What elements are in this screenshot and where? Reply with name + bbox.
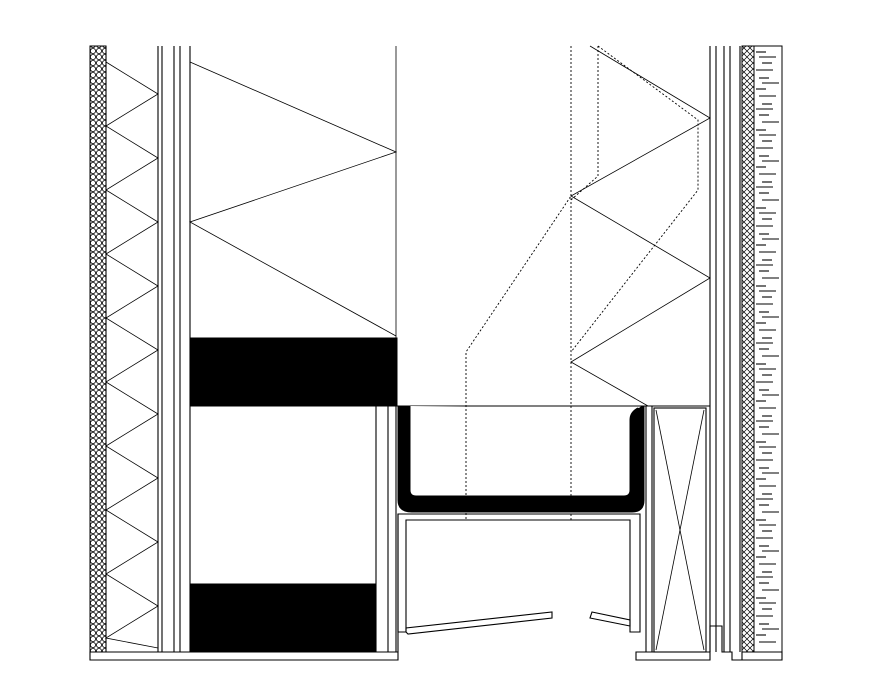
steel-channel-track [397, 405, 645, 513]
right-batt-insulation [570, 45, 711, 407]
black-blocking-upper [189, 337, 398, 407]
upper-batt-insulation [189, 46, 398, 338]
left-batt-insulation [104, 46, 159, 652]
lower-stud-channel [397, 513, 641, 652]
black-blocking-lower [189, 583, 377, 653]
bottom-sill-plate [89, 625, 783, 661]
right-stud-with-cross-bracing [645, 46, 741, 653]
left-lower-plate [375, 406, 397, 652]
left-stud-plates [161, 46, 191, 652]
right-siding-band [741, 45, 783, 653]
left-insulation-band [89, 45, 107, 653]
